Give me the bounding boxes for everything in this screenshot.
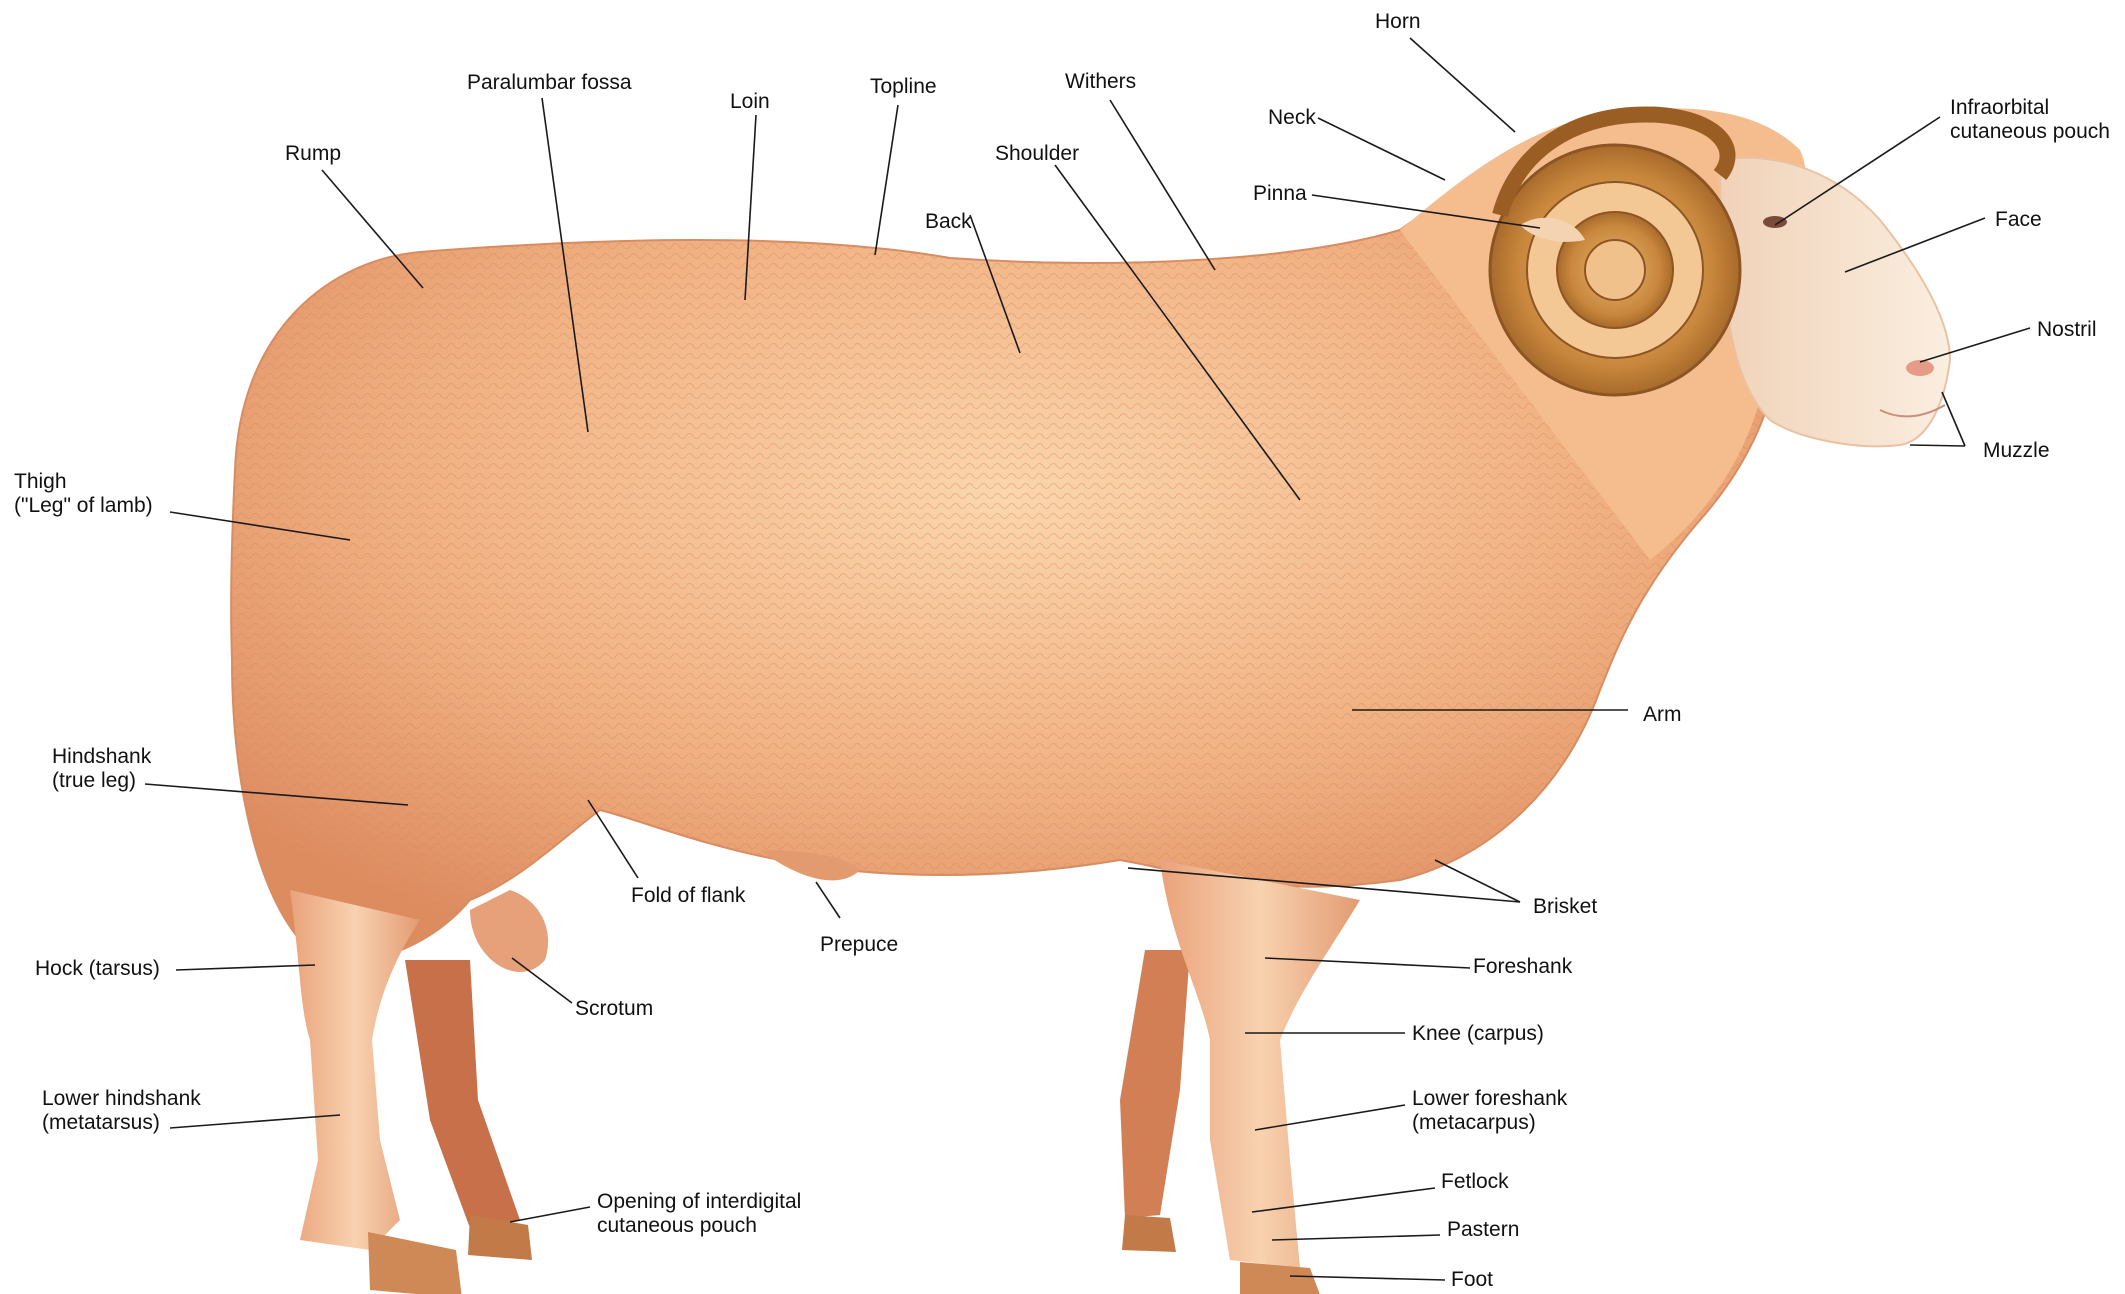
label-hock: Hock (tarsus) [35, 957, 160, 981]
label-scrotum: Scrotum [575, 997, 653, 1021]
label-pinna: Pinna [1253, 182, 1307, 206]
label-paralumbar-fossa: Paralumbar fossa [467, 71, 632, 95]
label-nostril: Nostril [2037, 318, 2097, 342]
label-thigh: Thigh ("Leg" of lamb) [14, 470, 153, 518]
far-hind-hoof [468, 1215, 532, 1260]
label-fetlock: Fetlock [1441, 1170, 1509, 1194]
far-hind-leg [405, 960, 520, 1228]
far-fore-leg [1120, 950, 1190, 1218]
label-muzzle: Muzzle [1983, 439, 2050, 463]
label-lower-foreshank: Lower foreshank (metacarpus) [1412, 1087, 1567, 1135]
label-brisket: Brisket [1533, 895, 1597, 919]
label-prepuce: Prepuce [820, 933, 898, 957]
label-horn: Horn [1375, 10, 1421, 34]
nostril-shape [1906, 360, 1934, 376]
near-fore-hoof [1240, 1262, 1322, 1294]
label-arm: Arm [1643, 703, 1682, 727]
label-back: Back [925, 210, 972, 234]
near-fore-leg [1160, 860, 1360, 1268]
label-topline: Topline [870, 75, 937, 99]
label-loin: Loin [730, 90, 770, 114]
label-neck: Neck [1268, 106, 1316, 130]
far-fore-hoof [1122, 1215, 1176, 1252]
label-foreshank: Foreshank [1473, 955, 1572, 979]
label-pastern: Pastern [1447, 1218, 1519, 1242]
near-hind-hoof [368, 1232, 462, 1294]
label-withers: Withers [1065, 70, 1136, 94]
label-fold-of-flank: Fold of flank [631, 884, 745, 908]
label-knee: Knee (carpus) [1412, 1022, 1544, 1046]
scrotum-shape [470, 890, 548, 972]
label-face: Face [1995, 208, 2042, 232]
near-hind-leg [290, 890, 420, 1250]
label-infraorbital-cutaneous-pouch: Infraorbital cutaneous pouch [1950, 96, 2110, 144]
label-shoulder: Shoulder [995, 142, 1079, 166]
eye-shape [1763, 216, 1787, 228]
label-interdigital-pouch: Opening of interdigital cutaneous pouch [597, 1190, 801, 1238]
label-rump: Rump [285, 142, 341, 166]
label-hindshank: Hindshank (true leg) [52, 745, 151, 793]
label-foot: Foot [1451, 1268, 1493, 1292]
label-lower-hindshank: Lower hindshank (metatarsus) [42, 1087, 201, 1135]
